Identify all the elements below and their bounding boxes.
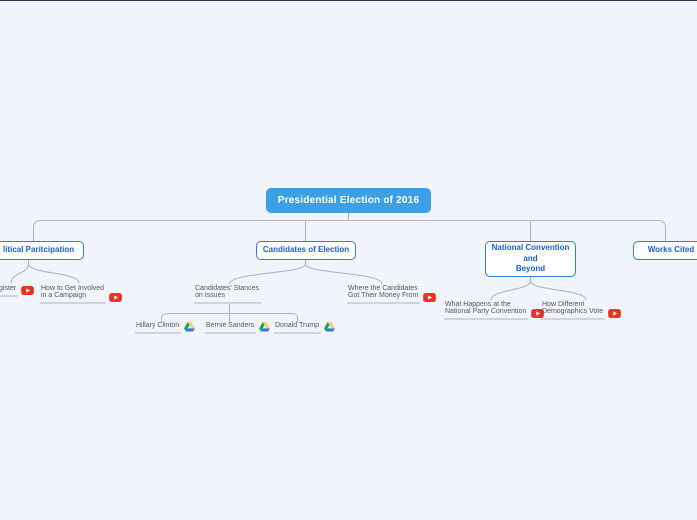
node-how-to-get-involved[interactable]: How to Get Involved in a Campaign — [40, 285, 122, 304]
node-where-candidates-got-money-label: Where the Candidates Got Their Money Fro… — [347, 285, 421, 304]
google-drive-icon[interactable] — [184, 322, 196, 332]
node-donald-trump-label: Donald Trump — [274, 322, 321, 334]
node-register[interactable]: gister — [0, 285, 34, 297]
node-what-happens-at-convention[interactable]: What Happens at the National Party Conve… — [444, 301, 545, 320]
node-root[interactable]: Presidential Election of 2016 — [266, 188, 431, 213]
node-donald-trump[interactable]: Donald Trump — [274, 322, 335, 334]
youtube-icon[interactable] — [608, 308, 621, 318]
youtube-icon[interactable] — [21, 285, 34, 295]
node-how-demographics-vote[interactable]: How Different Demographics Vote — [541, 301, 621, 320]
node-how-to-get-involved-label: How to Get Involved in a Campaign — [40, 285, 107, 304]
node-works-cited[interactable]: Works Cited — [633, 241, 697, 260]
node-candidates-stances[interactable]: Candidates' Stances on Issues — [194, 285, 261, 304]
window-top-edge — [0, 0, 697, 1]
node-what-happens-at-convention-label: What Happens at the National Party Conve… — [444, 301, 529, 320]
node-bernie-sanders-label: Bernie Sanders — [205, 322, 257, 334]
node-political-participation[interactable]: litical Paritcipation — [0, 241, 84, 260]
node-hillary-clinton[interactable]: Hillary Clinton — [135, 322, 196, 334]
node-where-candidates-got-money[interactable]: Where the Candidates Got Their Money Fro… — [347, 285, 437, 304]
youtube-icon[interactable] — [531, 308, 545, 318]
node-candidates-stances-label: Candidates' Stances on Issues — [194, 285, 261, 304]
node-national-convention-and-beyond[interactable]: National Convention and Beyond — [485, 241, 576, 277]
youtube-icon[interactable] — [423, 292, 437, 302]
youtube-icon[interactable] — [109, 292, 122, 302]
google-drive-icon[interactable] — [323, 322, 335, 332]
node-hillary-clinton-label: Hillary Clinton — [135, 322, 182, 334]
node-register-label: gister — [0, 285, 19, 297]
google-drive-icon[interactable] — [259, 322, 271, 332]
node-candidates-of-election[interactable]: Candidates of Election — [256, 241, 356, 260]
node-how-demographics-vote-label: How Different Demographics Vote — [541, 301, 606, 320]
node-bernie-sanders[interactable]: Bernie Sanders — [205, 322, 271, 334]
